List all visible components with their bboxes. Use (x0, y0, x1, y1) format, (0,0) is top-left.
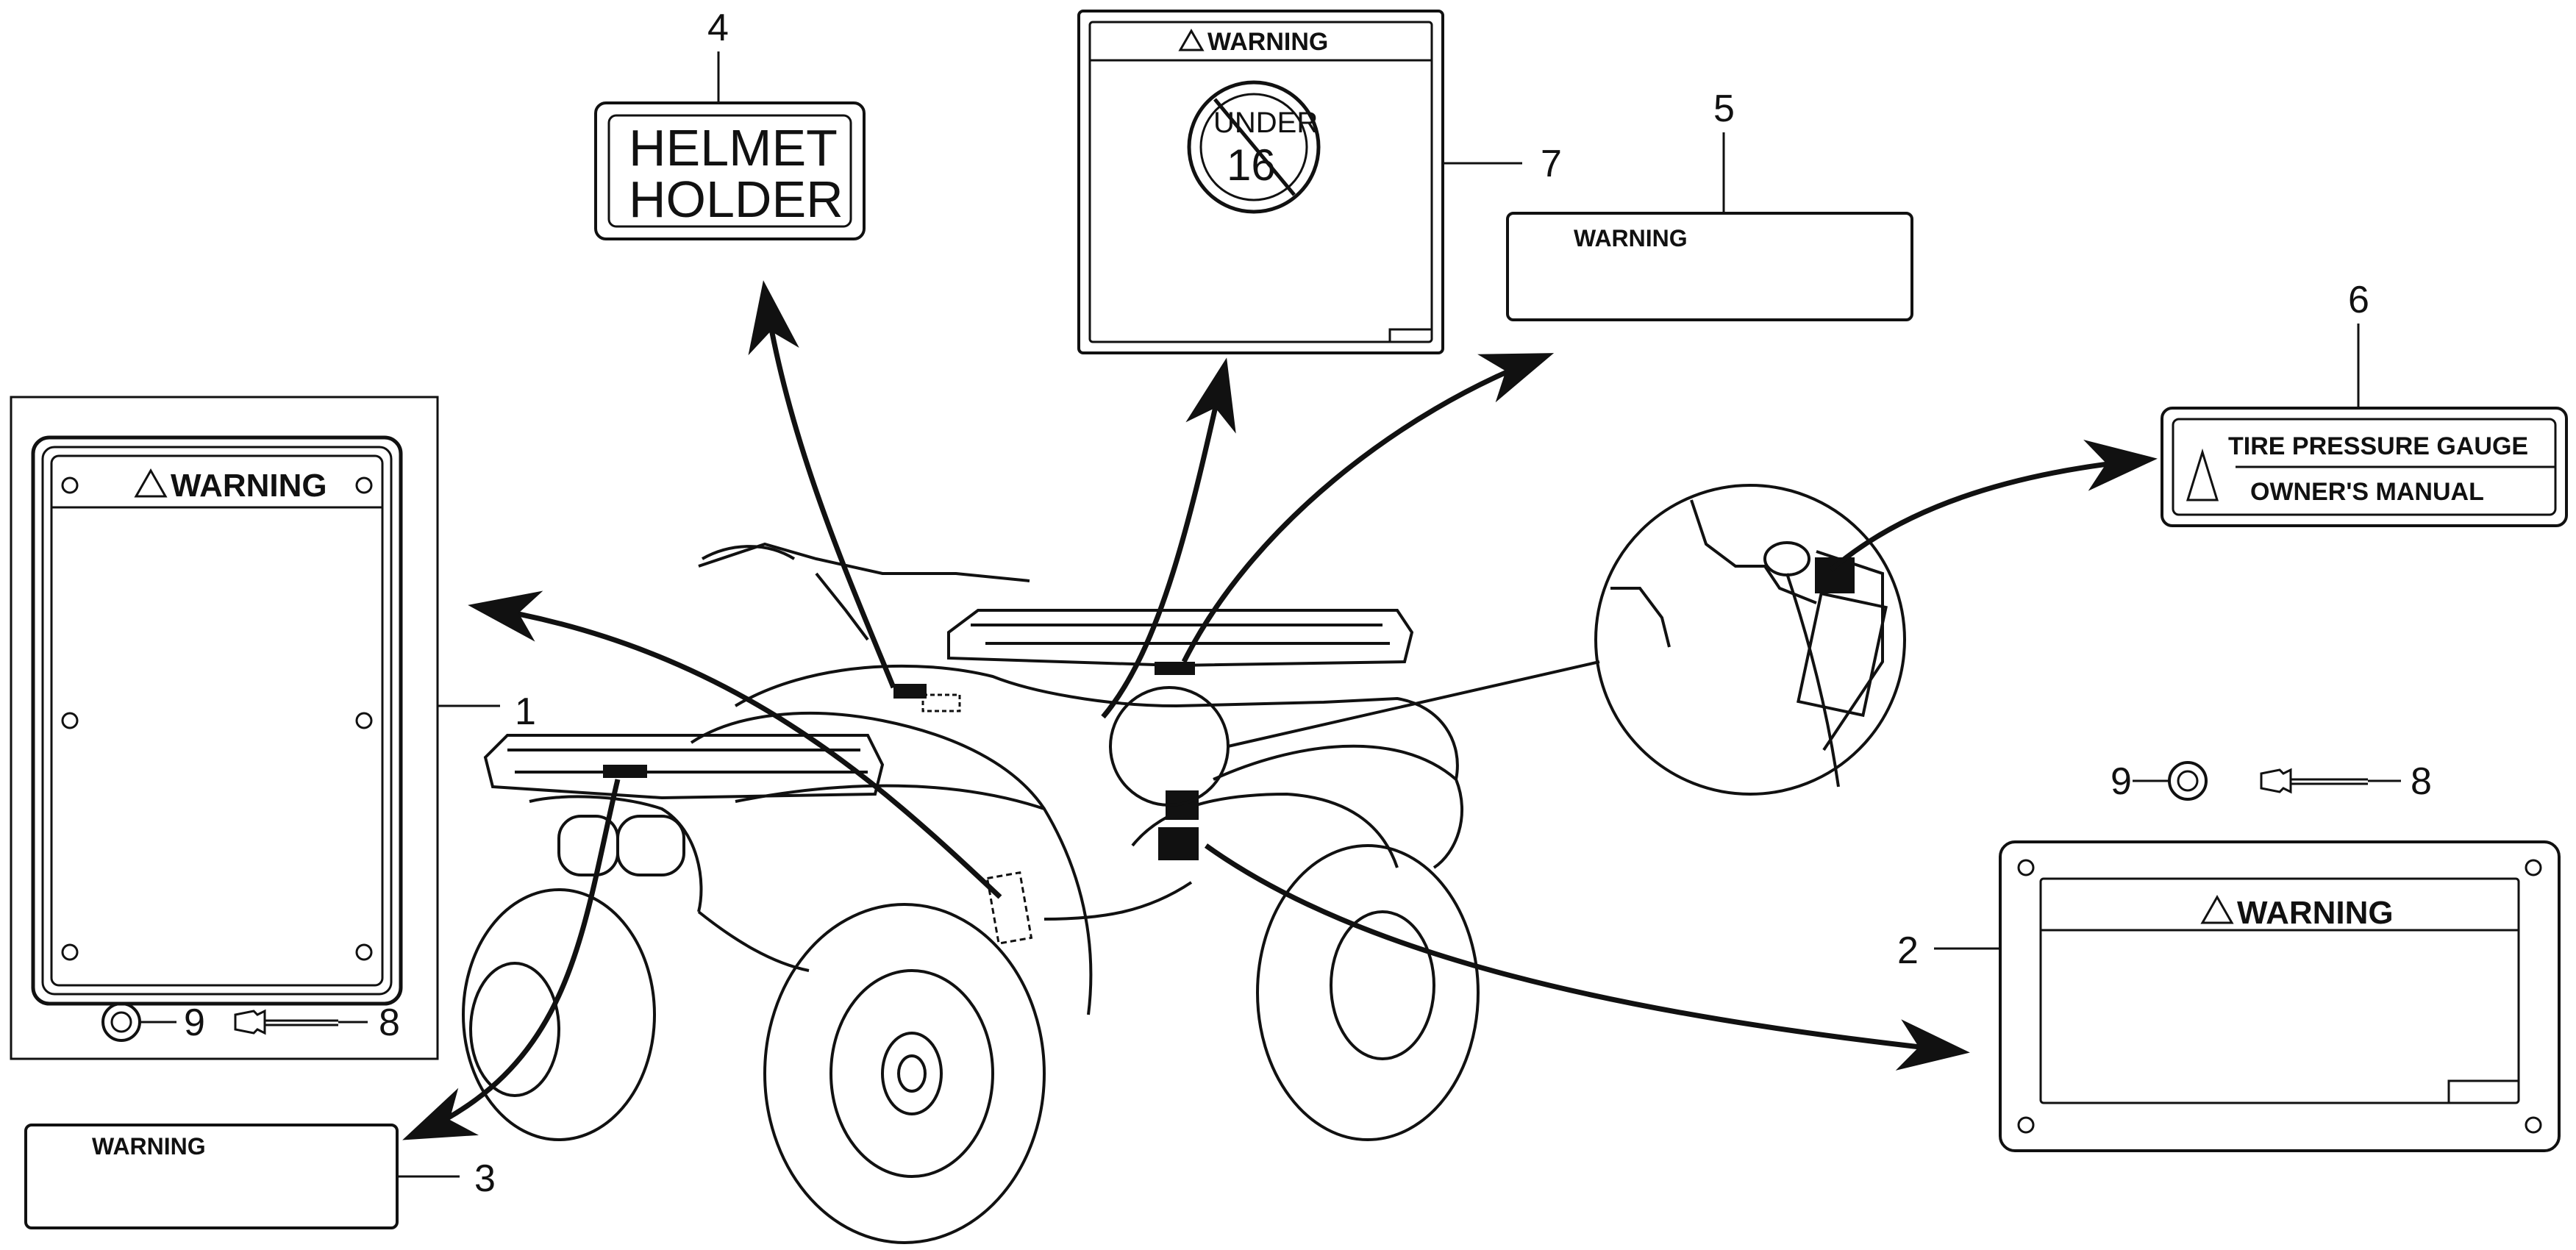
arrow-to-label-5 (1181, 353, 1555, 663)
rivet-icon (2260, 768, 2368, 794)
label-3-group: WARNING 3 (24, 1124, 496, 1229)
rivet-hole (61, 943, 79, 961)
tire-pressure-text: TIRE PRESSURE GAUGE (2228, 432, 2528, 460)
callout-4: 4 (707, 7, 729, 49)
warning-triangle-icon (1178, 28, 1205, 51)
arrow-to-label-1 (468, 590, 1002, 899)
label-7-inner (1088, 21, 1433, 343)
label-7-warning-text: WARNING (1207, 28, 1328, 56)
label-3-warning-text: WARNING (92, 1133, 206, 1160)
callout-5: 5 (1713, 88, 1735, 130)
callout-9-left: 9 (184, 1001, 205, 1044)
callout-8-left: 8 (379, 1001, 400, 1044)
callout-2: 2 (1897, 929, 1919, 972)
under-text: UNDER (1213, 107, 1318, 139)
arrow-to-label-2 (1204, 843, 1970, 1071)
rivet-hole (355, 943, 373, 961)
label-7-outer (1077, 10, 1444, 354)
grommet-icon (101, 1002, 141, 1042)
label-1-inner-border (41, 446, 393, 996)
label-1-group: WARNING 9 8 1 (10, 396, 536, 1060)
arrow-to-label-6 (1829, 440, 2158, 572)
label-1-warning-text: WARNING (171, 468, 327, 504)
label-3-frame (24, 1124, 399, 1229)
label-6-outer (2161, 407, 2568, 527)
helmet-text-line1: HELMET (629, 119, 838, 176)
age-text: 16 (1227, 140, 1276, 190)
helmet-text-line2: HOLDER (629, 171, 843, 228)
leader-arrows (402, 280, 2158, 1140)
callout-6: 6 (2348, 279, 2369, 321)
label-1-content-border (50, 454, 384, 987)
label-2-inner (2039, 877, 2520, 1104)
sticker-markers (603, 662, 1199, 945)
label-4-group: 4 HELMET HOLDER (594, 7, 866, 240)
no-under-16-icon (1187, 80, 1321, 214)
arrow-to-label-3 (402, 779, 621, 1140)
label-4-outer (594, 101, 866, 240)
callout-8-right: 8 (2411, 760, 2432, 803)
rivet-icon (234, 1009, 338, 1035)
rivet-hole (61, 712, 79, 729)
atv-vehicle-illustration (462, 542, 1480, 1244)
detail-magnifier-circle (1109, 484, 1906, 807)
label-2-group: WARNING 2 9 8 (1897, 760, 2561, 1152)
callout-7: 7 (1541, 143, 1562, 185)
label-1-outer-border (31, 435, 403, 1006)
grommet-icon (2168, 761, 2208, 801)
label-6-group: 6 TIRE PRESSURE GAUGE OWNER'S MANUAL (2161, 279, 2568, 527)
label-5-group: 5 WARNING (1506, 88, 1913, 321)
rivet-hole (355, 476, 373, 494)
rivet-hole (61, 476, 79, 494)
label-7-group: WARNING UNDER 16 7 (1077, 10, 1562, 354)
rivet-hole (355, 712, 373, 729)
arrow-to-label-7 (1101, 357, 1236, 719)
arrow-to-label-4 (748, 280, 896, 689)
warning-triangle-icon (2200, 894, 2234, 924)
callout-1: 1 (515, 690, 536, 733)
label-5-frame (1506, 212, 1913, 321)
warning-triangle-icon (134, 468, 168, 498)
label-1-frame (10, 396, 439, 1060)
callout-9-right: 9 (2111, 760, 2132, 803)
label-2-outer (1999, 840, 2561, 1152)
warning-triangle-icon (2186, 448, 2219, 501)
label-2-warning-text: WARNING (2237, 895, 2394, 931)
owners-manual-text: OWNER'S MANUAL (2250, 478, 2484, 506)
label-5-warning-text: WARNING (1574, 225, 1688, 251)
label-4-inner (607, 114, 852, 228)
callout-3: 3 (474, 1157, 496, 1200)
